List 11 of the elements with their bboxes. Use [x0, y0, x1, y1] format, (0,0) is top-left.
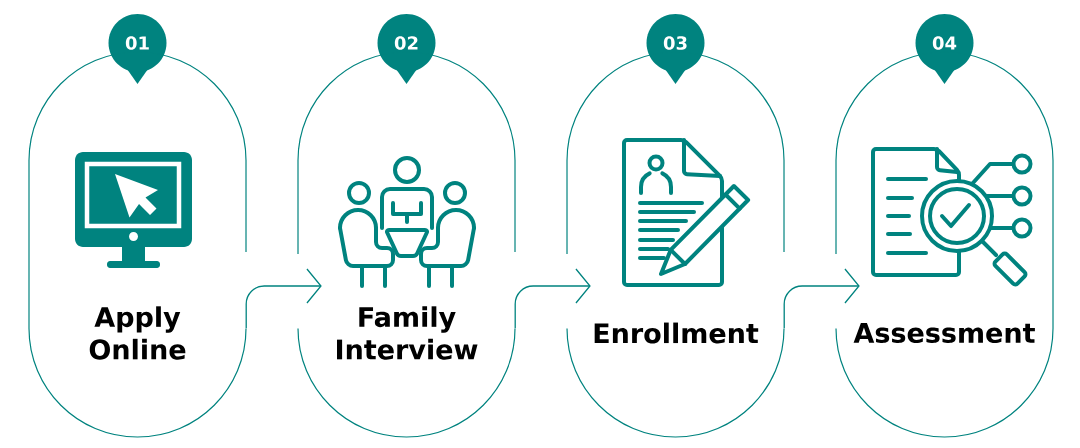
arrow [245, 268, 322, 329]
number-badge: 01 [108, 14, 167, 84]
number-badge: 02 [377, 14, 436, 84]
step-card: Apply Online [28, 51, 247, 438]
step-card: Family Interview [297, 51, 516, 438]
step-card: Assessment [835, 51, 1054, 438]
number-badge: 04 [915, 14, 974, 84]
step-card: Enrollment [566, 51, 785, 438]
arrow [514, 268, 591, 329]
number-badge: 03 [646, 14, 705, 84]
arrow [783, 268, 860, 329]
